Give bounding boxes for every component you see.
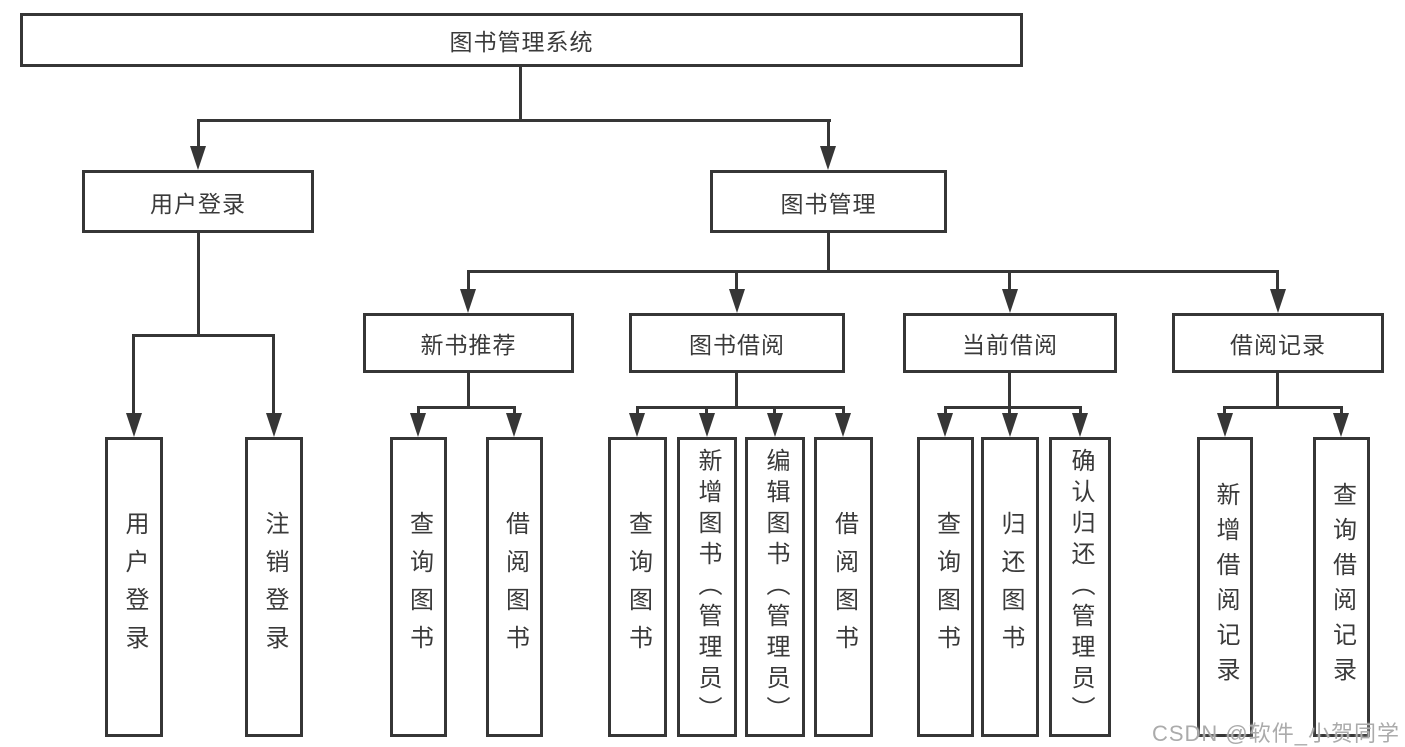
- leaf-edit-book-admin-label: 编辑图书（管理员）: [762, 447, 789, 727]
- connector-vertical-line: [827, 119, 830, 149]
- connector-vertical-line: [1223, 406, 1226, 415]
- connector-horizontal-line: [132, 334, 275, 337]
- arrow-down-icon: [1270, 289, 1286, 313]
- connector-vertical-line: [272, 334, 275, 415]
- leaf-query-book-recommend-label: 查询图书: [405, 511, 433, 663]
- arrow-down-icon: [699, 413, 715, 437]
- connector-vertical-line: [519, 67, 522, 120]
- node-borrowing-records: 借阅记录: [1172, 313, 1384, 373]
- node-root-system: 图书管理系统: [20, 13, 1023, 67]
- connector-vertical-line: [132, 334, 135, 415]
- leaf-borrow-book-borrowing: 借阅图书: [814, 437, 873, 737]
- leaf-query-borrow-record: 查询借阅记录: [1313, 437, 1370, 737]
- arrow-down-icon: [835, 413, 851, 437]
- node-borrowing-records-label: 借阅记录: [1230, 332, 1326, 358]
- arrow-down-icon: [1333, 413, 1349, 437]
- arrow-down-icon: [767, 413, 783, 437]
- connector-horizontal-line: [636, 406, 845, 409]
- connector-vertical-line: [705, 406, 708, 415]
- connector-vertical-line: [735, 373, 738, 408]
- arrow-down-icon: [126, 413, 142, 437]
- node-book-borrowing: 图书借阅: [629, 313, 845, 373]
- arrow-down-icon: [266, 413, 282, 437]
- connector-vertical-line: [944, 406, 947, 415]
- connector-vertical-line: [1276, 270, 1279, 291]
- arrow-down-icon: [506, 413, 522, 437]
- connector-vertical-line: [842, 406, 845, 415]
- node-book-borrowing-label: 图书借阅: [689, 332, 785, 358]
- connector-vertical-line: [1008, 270, 1011, 291]
- leaf-confirm-return-admin: 确认归还（管理员）: [1049, 437, 1111, 737]
- leaf-user-login-label: 用户登录: [121, 511, 148, 663]
- watermark: CSDN @软件_小贺同学: [1151, 721, 1400, 746]
- connector-horizontal-line: [417, 406, 516, 409]
- leaf-return-book: 归还图书: [981, 437, 1039, 737]
- leaf-add-book-admin: 新增图书（管理员）: [677, 437, 737, 737]
- connector-vertical-line: [513, 406, 516, 415]
- leaf-borrow-book-borrowing-label: 借阅图书: [830, 511, 858, 663]
- leaf-logout-login-label: 注销登录: [261, 511, 288, 663]
- connector-horizontal-line: [467, 270, 1279, 273]
- arrow-down-icon: [1002, 413, 1018, 437]
- leaf-query-borrow-record-label: 查询借阅记录: [1328, 482, 1356, 692]
- connector-vertical-line: [197, 119, 200, 149]
- connector-vertical-line: [773, 406, 776, 415]
- arrow-down-icon: [410, 413, 426, 437]
- arrow-down-icon: [1217, 413, 1233, 437]
- leaf-add-borrow-record: 新增借阅记录: [1197, 437, 1253, 737]
- node-root-label: 图书管理系统: [449, 29, 594, 55]
- leaf-user-login: 用户登录: [105, 437, 163, 737]
- connector-vertical-line: [467, 270, 470, 291]
- connector-vertical-line: [467, 373, 470, 408]
- node-current-borrowing: 当前借阅: [903, 313, 1117, 373]
- leaf-confirm-return-admin-label: 确认归还（管理员）: [1067, 447, 1094, 727]
- arrow-down-icon: [190, 146, 206, 170]
- leaf-query-book-borrowing: 查询图书: [608, 437, 667, 737]
- leaf-return-book-label: 归还图书: [997, 511, 1024, 663]
- leaf-edit-book-admin: 编辑图书（管理员）: [745, 437, 805, 737]
- connector-vertical-line: [1276, 373, 1279, 408]
- arrow-down-icon: [460, 289, 476, 313]
- node-new-book-recommend-label: 新书推荐: [420, 332, 517, 358]
- node-user-login-label: 用户登录: [150, 190, 246, 217]
- arrow-down-icon: [1002, 289, 1018, 313]
- arrow-down-icon: [820, 146, 836, 170]
- leaf-query-book-recommend: 查询图书: [390, 437, 447, 737]
- connector-vertical-line: [417, 406, 420, 415]
- connector-vertical-line: [1079, 406, 1082, 415]
- leaf-query-book-borrowing-label: 查询图书: [624, 511, 652, 663]
- node-current-borrowing-label: 当前借阅: [962, 332, 1058, 358]
- leaf-add-book-admin-label: 新增图书（管理员）: [694, 447, 721, 727]
- arrow-down-icon: [629, 413, 645, 437]
- node-book-management-label: 图书管理: [780, 190, 877, 217]
- arrow-down-icon: [729, 289, 745, 313]
- arrow-down-icon: [1072, 413, 1088, 437]
- node-book-management: 图书管理: [710, 170, 947, 233]
- leaf-borrow-book-recommend-label: 借阅图书: [501, 511, 529, 663]
- arrow-down-icon: [937, 413, 953, 437]
- leaf-query-book-current: 查询图书: [917, 437, 974, 737]
- leaf-query-book-current-label: 查询图书: [932, 511, 960, 663]
- connector-horizontal-line: [1223, 406, 1343, 409]
- leaf-add-borrow-record-label: 新增借阅记录: [1212, 482, 1239, 692]
- connector-horizontal-line: [944, 406, 1082, 409]
- leaf-logout-login: 注销登录: [245, 437, 303, 737]
- node-user-login: 用户登录: [82, 170, 314, 233]
- node-new-book-recommend: 新书推荐: [363, 313, 574, 373]
- connector-vertical-line: [735, 270, 738, 291]
- connector-vertical-line: [827, 233, 830, 272]
- connector-vertical-line: [1008, 373, 1011, 408]
- connector-horizontal-line: [197, 119, 831, 122]
- connector-vertical-line: [197, 233, 200, 336]
- connector-vertical-line: [1340, 406, 1343, 415]
- connector-vertical-line: [636, 406, 639, 415]
- leaf-borrow-book-recommend: 借阅图书: [486, 437, 543, 737]
- connector-vertical-line: [1008, 406, 1011, 415]
